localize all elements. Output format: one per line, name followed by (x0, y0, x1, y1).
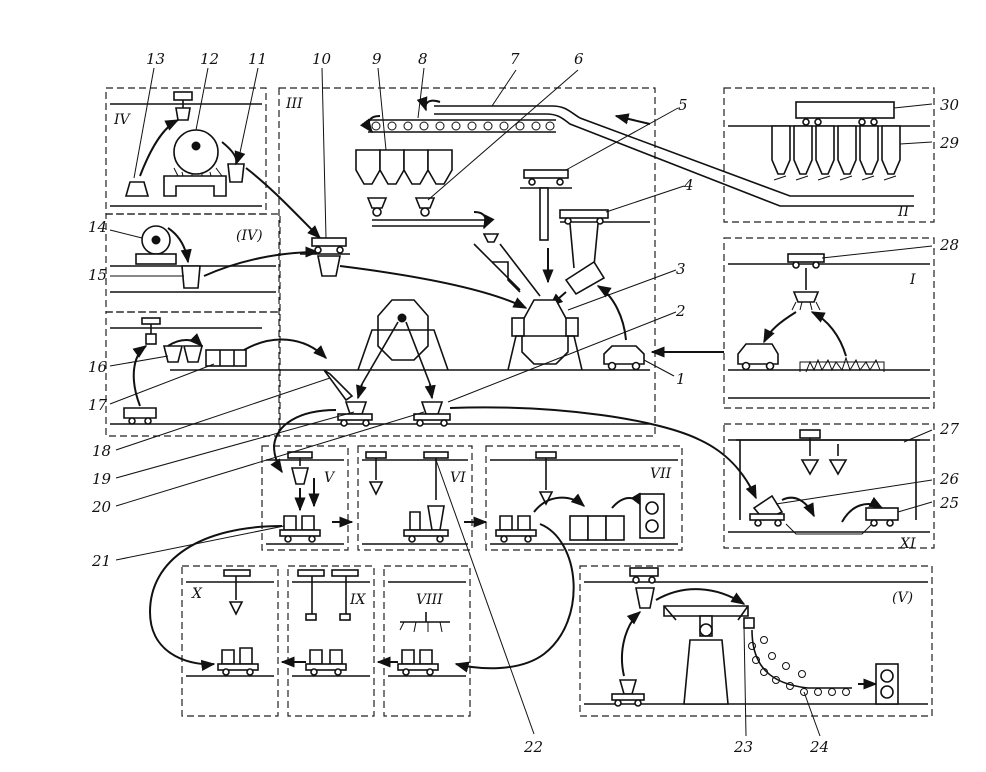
section-xi-equipment (736, 429, 920, 535)
floor-lines (110, 103, 930, 705)
section-box-iv-alt (105, 213, 281, 313)
section-label-v-alt: (V) (892, 590, 913, 606)
section-label-ii: II (897, 204, 910, 220)
label-23: 23 (733, 738, 753, 756)
section-labels: IV (IV) III II I XI V VI VII VIII IX X (… (113, 96, 916, 608)
converter (507, 299, 583, 371)
label-5: 5 (678, 96, 688, 114)
scrap-car (596, 285, 645, 371)
section-box-ix (287, 565, 375, 717)
label-10: 10 (312, 50, 332, 68)
leader-lines (109, 67, 933, 737)
label-7: 7 (510, 50, 520, 68)
ladle-cars (270, 401, 757, 500)
label-20: 20 (91, 498, 112, 516)
label-16: 16 (88, 358, 108, 376)
charging-crane (548, 209, 609, 307)
section-label-ix: IX (349, 592, 367, 608)
section-label-xi: XI (899, 536, 916, 552)
continuous-caster (611, 567, 899, 707)
charge-conveyor (359, 96, 914, 207)
label-30: 30 (940, 96, 960, 114)
section-box-ii (723, 87, 935, 223)
label-22: 22 (523, 738, 543, 756)
label-1: 1 (676, 370, 686, 388)
label-6: 6 (574, 50, 584, 68)
label-21: 21 (91, 552, 111, 570)
label-18: 18 (92, 442, 111, 460)
hot-metal-crane (300, 237, 528, 309)
section-box-v (261, 445, 349, 551)
label-2: 2 (675, 302, 686, 320)
label-25: 25 (939, 494, 959, 512)
section-iv-alt-equipment (135, 225, 320, 289)
section-iv-equipment (124, 91, 321, 239)
number-labels: 13 12 11 10 9 8 7 6 5 4 3 2 1 30 29 28 2… (88, 50, 960, 756)
label-4: 4 (683, 176, 694, 194)
label-15: 15 (88, 266, 107, 284)
section-box-x (181, 565, 279, 717)
teeming-line (279, 451, 665, 543)
section-label-vii: VII (650, 466, 672, 482)
section-box-i (723, 237, 935, 409)
section-label-iv: IV (113, 112, 132, 128)
section-label-iii: III (285, 96, 303, 112)
section-box-xi (723, 423, 935, 549)
label-8: 8 (418, 50, 428, 68)
label-9: 9 (372, 50, 382, 68)
label-13: 13 (146, 50, 165, 68)
section-label-x: X (191, 586, 203, 602)
scrap-yard-crane (737, 253, 885, 373)
label-11: 11 (248, 50, 267, 68)
section-label-i: I (909, 272, 916, 288)
section-box-vi (357, 445, 473, 551)
label-24: 24 (809, 738, 829, 756)
mixer (323, 299, 449, 402)
scrap-box-area (123, 317, 327, 425)
section-box-viii (383, 565, 471, 717)
section-box-v-alt (579, 565, 933, 717)
section-label-vi: VI (450, 470, 466, 486)
section-label-viii: VIII (416, 592, 443, 608)
label-26: 26 (939, 470, 960, 488)
charge-bins (355, 149, 541, 297)
section-label-iv-alt: (IV) (236, 228, 263, 244)
label-3: 3 (676, 260, 686, 278)
oxygen-lance (520, 169, 572, 284)
label-14: 14 (88, 218, 107, 236)
label-28: 28 (939, 236, 959, 254)
label-29: 29 (939, 134, 960, 152)
section-box-vii (485, 445, 683, 551)
return-loop (148, 523, 575, 676)
label-17: 17 (88, 396, 108, 414)
label-19: 19 (92, 470, 112, 488)
section-label-v: V (324, 470, 336, 486)
section-box-iii (278, 87, 656, 437)
section-box-scrap (105, 311, 281, 437)
bunker-group-ii (771, 101, 901, 181)
label-12: 12 (200, 50, 219, 68)
label-27: 27 (939, 420, 960, 438)
